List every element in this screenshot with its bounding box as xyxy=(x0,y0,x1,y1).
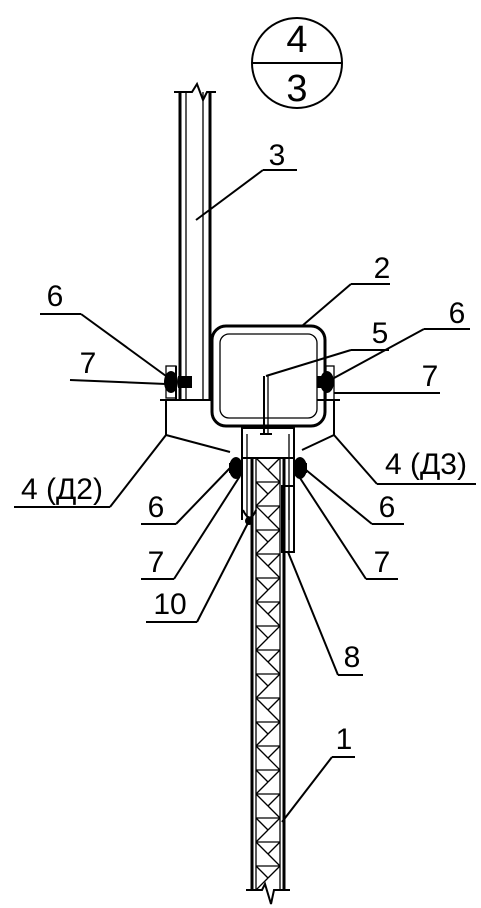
lattice-diagonal xyxy=(255,493,269,507)
label-2: 2 xyxy=(374,252,391,285)
left-bracket-upper xyxy=(160,365,212,401)
label-7-upper-right: 7 xyxy=(422,360,439,393)
lattice-diagonal xyxy=(267,805,281,819)
lattice-diagonal xyxy=(255,505,269,519)
lattice-diagonal xyxy=(267,745,281,759)
label-6-lower-right: 6 xyxy=(379,491,396,524)
lattice-diagonal xyxy=(267,469,281,483)
lattice-diagonal xyxy=(267,721,281,735)
lattice-diagonal xyxy=(267,649,281,663)
lattice-diagonal xyxy=(267,709,281,723)
label-6-lower-left: 6 xyxy=(148,491,165,524)
lattice-diagonal xyxy=(255,553,269,567)
lattice-diagonal xyxy=(255,721,269,735)
lattice-diagonal xyxy=(255,829,269,843)
lattice-diagonal xyxy=(255,877,269,891)
lattice-diagonal xyxy=(255,481,269,495)
lattice-diagonal xyxy=(267,841,281,855)
lattice-diagonal xyxy=(255,841,269,855)
lattice-diagonal xyxy=(267,625,281,639)
label-6-upper-left: 6 xyxy=(47,280,64,313)
lattice-diagonal xyxy=(255,457,269,471)
lattice-column xyxy=(246,457,290,905)
label-6-upper-right: 6 xyxy=(449,297,466,330)
lower-connector xyxy=(229,427,307,553)
lattice-diagonal xyxy=(267,553,281,567)
lattice-diagonal xyxy=(267,769,281,783)
lattice-diagonal xyxy=(255,577,269,591)
lattice-diagonal xyxy=(267,673,281,687)
lattice-diagonal xyxy=(255,781,269,795)
lattice-diagonal xyxy=(267,793,281,807)
lattice-diagonal xyxy=(267,697,281,711)
label-3: 3 xyxy=(269,139,286,172)
label-4-d3: 4 (Д3) xyxy=(385,448,467,481)
lattice-diagonal xyxy=(267,817,281,831)
lattice-diagonal xyxy=(267,481,281,495)
leaders: 3 2 5 6 7 6 7 4 (Д2) 4 (Д3) xyxy=(14,139,476,823)
lattice-diagonal xyxy=(255,865,269,879)
section-mark-top: 4 xyxy=(286,19,307,61)
lattice-diagonal xyxy=(255,793,269,807)
label-7-upper-left: 7 xyxy=(80,347,97,380)
lattice-diagonal xyxy=(267,865,281,879)
lattice-diagonal xyxy=(267,505,281,519)
lattice-bracing xyxy=(255,457,281,891)
lattice-diagonal xyxy=(267,529,281,543)
lattice-diagonal xyxy=(267,565,281,579)
lattice-diagonal xyxy=(267,613,281,627)
lattice-diagonal xyxy=(267,757,281,771)
lattice-diagonal xyxy=(267,853,281,867)
lattice-diagonal xyxy=(255,673,269,687)
tube-inner-profile xyxy=(260,376,272,435)
lattice-diagonal xyxy=(267,577,281,591)
lattice-diagonal xyxy=(255,541,269,555)
section-mark: 4 3 xyxy=(251,17,343,110)
label-7-lower-left: 7 xyxy=(148,546,165,579)
lattice-diagonal xyxy=(255,637,269,651)
label-5: 5 xyxy=(372,317,389,350)
lattice-diagonal xyxy=(255,601,269,615)
lattice-diagonal xyxy=(267,661,281,675)
lattice-diagonal xyxy=(255,625,269,639)
lattice-diagonal xyxy=(255,529,269,543)
label-1: 1 xyxy=(336,723,353,756)
lattice-diagonal xyxy=(255,589,269,603)
lattice-diagonal xyxy=(267,601,281,615)
lattice-diagonal xyxy=(255,697,269,711)
lattice-diagonal xyxy=(267,457,281,471)
lattice-diagonal xyxy=(255,745,269,759)
lattice-diagonal xyxy=(255,817,269,831)
right-bracket-upper xyxy=(317,365,340,401)
label-8: 8 xyxy=(344,641,361,674)
vertical-panel xyxy=(174,81,216,401)
lattice-diagonal xyxy=(255,733,269,747)
lattice-diagonal xyxy=(255,649,269,663)
label-7-lower-right: 7 xyxy=(374,546,391,579)
lattice-diagonal xyxy=(255,769,269,783)
section-mark-bottom: 3 xyxy=(286,68,307,110)
label-4-d2: 4 (Д2) xyxy=(21,473,103,506)
label-10: 10 xyxy=(153,588,186,621)
lattice-diagonal xyxy=(255,685,269,699)
lattice-diagonal xyxy=(267,517,281,531)
